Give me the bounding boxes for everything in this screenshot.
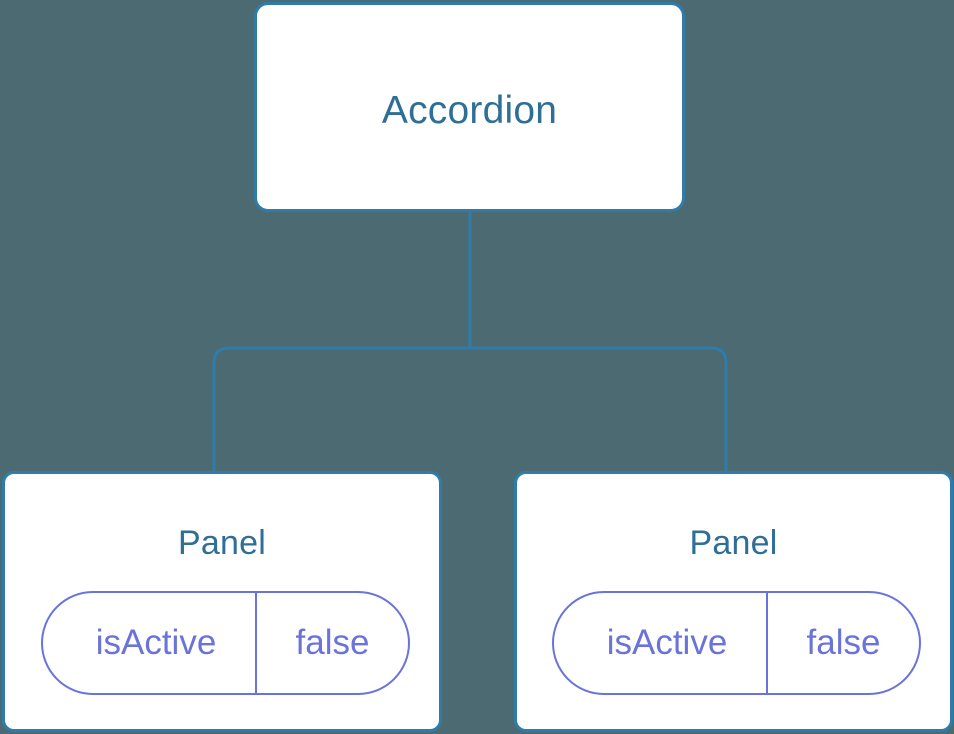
node-panel-2-label: Panel bbox=[689, 524, 778, 562]
state-pill-panel-2-key: isActive bbox=[606, 623, 728, 662]
node-panel-1-label: Panel bbox=[178, 524, 266, 562]
connector-right-branch bbox=[470, 346, 728, 474]
connector-left-branch bbox=[212, 346, 470, 474]
state-pill-panel-1-value: false bbox=[255, 593, 408, 693]
node-panel-1[interactable]: Panel isActive false bbox=[2, 471, 442, 732]
state-pill-panel-2-value: false bbox=[766, 593, 919, 693]
state-pill-panel-1-key: isActive bbox=[95, 623, 217, 662]
node-accordion[interactable]: Accordion bbox=[254, 2, 685, 212]
state-pill-panel-1[interactable]: isActive false bbox=[41, 591, 410, 695]
node-panel-2[interactable]: Panel isActive false bbox=[514, 471, 953, 732]
state-pill-panel-2[interactable]: isActive false bbox=[552, 591, 921, 695]
node-accordion-label: Accordion bbox=[381, 89, 558, 132]
